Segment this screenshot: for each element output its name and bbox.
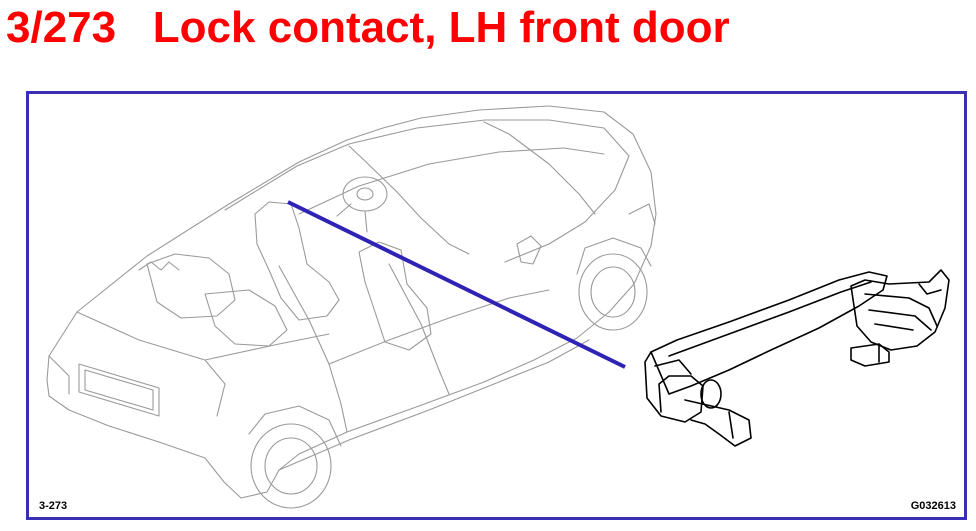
rear-seat: [146, 253, 236, 319]
component-number: 3/273: [6, 3, 117, 52]
trunk-lid: [76, 311, 226, 417]
car-body-outline: [46, 105, 657, 499]
side-mirror: [516, 235, 542, 265]
illustration: [46, 105, 950, 509]
license-plate: [78, 363, 160, 417]
callout-line: [287, 200, 626, 369]
illustration-frame: 3-273 G032613: [26, 91, 967, 520]
figure-ref-right: G032613: [910, 500, 956, 512]
component-name: Lock contact, LH front door: [152, 3, 730, 52]
front-wheel: [578, 253, 648, 331]
car-drawing: [46, 105, 657, 509]
rear-wheel: [250, 423, 332, 509]
figure-ref-left: 3-273: [39, 500, 68, 512]
door-lines: [278, 265, 348, 433]
car-roof: [224, 119, 630, 263]
page-title: 3/273 Lock contact, LH front door: [6, 2, 730, 54]
door-handle-lock-contact: [644, 269, 950, 447]
car-windshield: [348, 145, 470, 255]
